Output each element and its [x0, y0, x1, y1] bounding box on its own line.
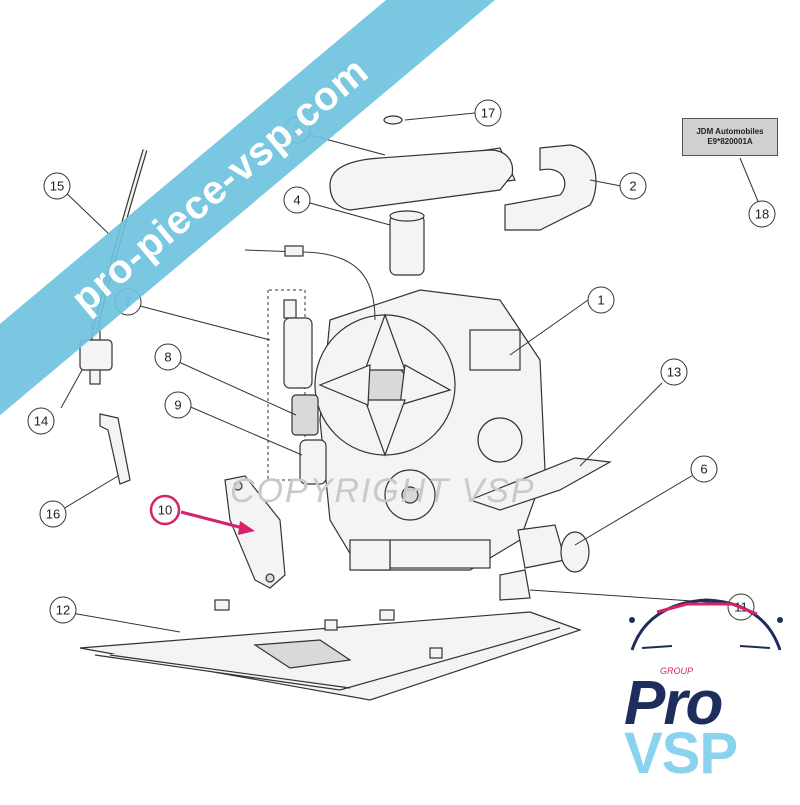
throttle-cable[interactable] [244, 245, 376, 321]
logo-group-text: GROUP [660, 666, 694, 676]
callout-6[interactable]: 6 [690, 455, 718, 483]
part-9-filter-bowl[interactable] [299, 439, 327, 485]
part-13-engine-bracket[interactable] [468, 457, 612, 511]
callout-14-label: 14 [34, 414, 48, 429]
part-8-filter-element[interactable] [291, 394, 319, 436]
callout-18-label: 18 [755, 207, 769, 222]
label-plate-line2: E9*820001A [707, 137, 753, 146]
callout-17-label: 17 [481, 106, 495, 121]
callout-12[interactable]: 12 [49, 596, 77, 624]
callout-2[interactable]: 2 [619, 172, 647, 200]
callout-10-label: 10 [158, 503, 172, 518]
callout-1[interactable]: 1 [587, 286, 615, 314]
callout-6-label: 6 [700, 462, 707, 477]
part-6-engine-mount[interactable] [517, 524, 590, 573]
part-18-label-plate[interactable]: JDM Automobiles E9*820001A [682, 118, 778, 156]
callout-13-label: 13 [667, 365, 681, 380]
callout-2-label: 2 [629, 179, 636, 194]
callout-8-label: 8 [164, 350, 171, 365]
label-plate-line1: JDM Automobiles [696, 127, 764, 136]
part-10-bracket[interactable] [224, 475, 286, 589]
callout-13[interactable]: 13 [660, 358, 688, 386]
callout-4-label: 4 [293, 193, 300, 208]
part-16-bracket[interactable] [99, 413, 131, 485]
copyright-watermark: COPYRIGHT VSP [230, 472, 536, 510]
callout-18[interactable]: 18 [748, 200, 776, 228]
callout-16[interactable]: 16 [39, 500, 67, 528]
part-1-engine[interactable] [314, 289, 546, 571]
part-17-washer[interactable] [383, 115, 403, 125]
callout-17[interactable]: 17 [474, 99, 502, 127]
part-7-fuel-filter-assembly[interactable] [267, 289, 313, 481]
part-2-air-duct[interactable] [504, 144, 597, 231]
callout-1-label: 1 [597, 293, 604, 308]
callout-16-label: 16 [46, 507, 60, 522]
provsp-logo: GROUP Pro VSP [612, 590, 798, 790]
logo-vsp-text: VSP [624, 721, 738, 786]
callout-9[interactable]: 9 [164, 391, 192, 419]
logo-pro-text: Pro [624, 669, 723, 738]
callout-10[interactable]: 10 [149, 494, 181, 526]
callout-15[interactable]: 15 [43, 172, 71, 200]
part-11-mount[interactable] [499, 569, 531, 601]
callout-8[interactable]: 8 [154, 343, 182, 371]
part-12-undertray[interactable] [79, 599, 582, 701]
callout-9-label: 9 [174, 398, 181, 413]
callout-15-label: 15 [50, 179, 64, 194]
callout-14[interactable]: 14 [27, 407, 55, 435]
car-outline-icon [629, 598, 783, 651]
part-10-highlight-arrow [180, 510, 255, 535]
part-4-intake-tube[interactable] [389, 210, 425, 276]
part-3-air-filter-housing[interactable] [329, 147, 516, 211]
callout-4[interactable]: 4 [283, 186, 311, 214]
callout-12-label: 12 [56, 603, 70, 618]
